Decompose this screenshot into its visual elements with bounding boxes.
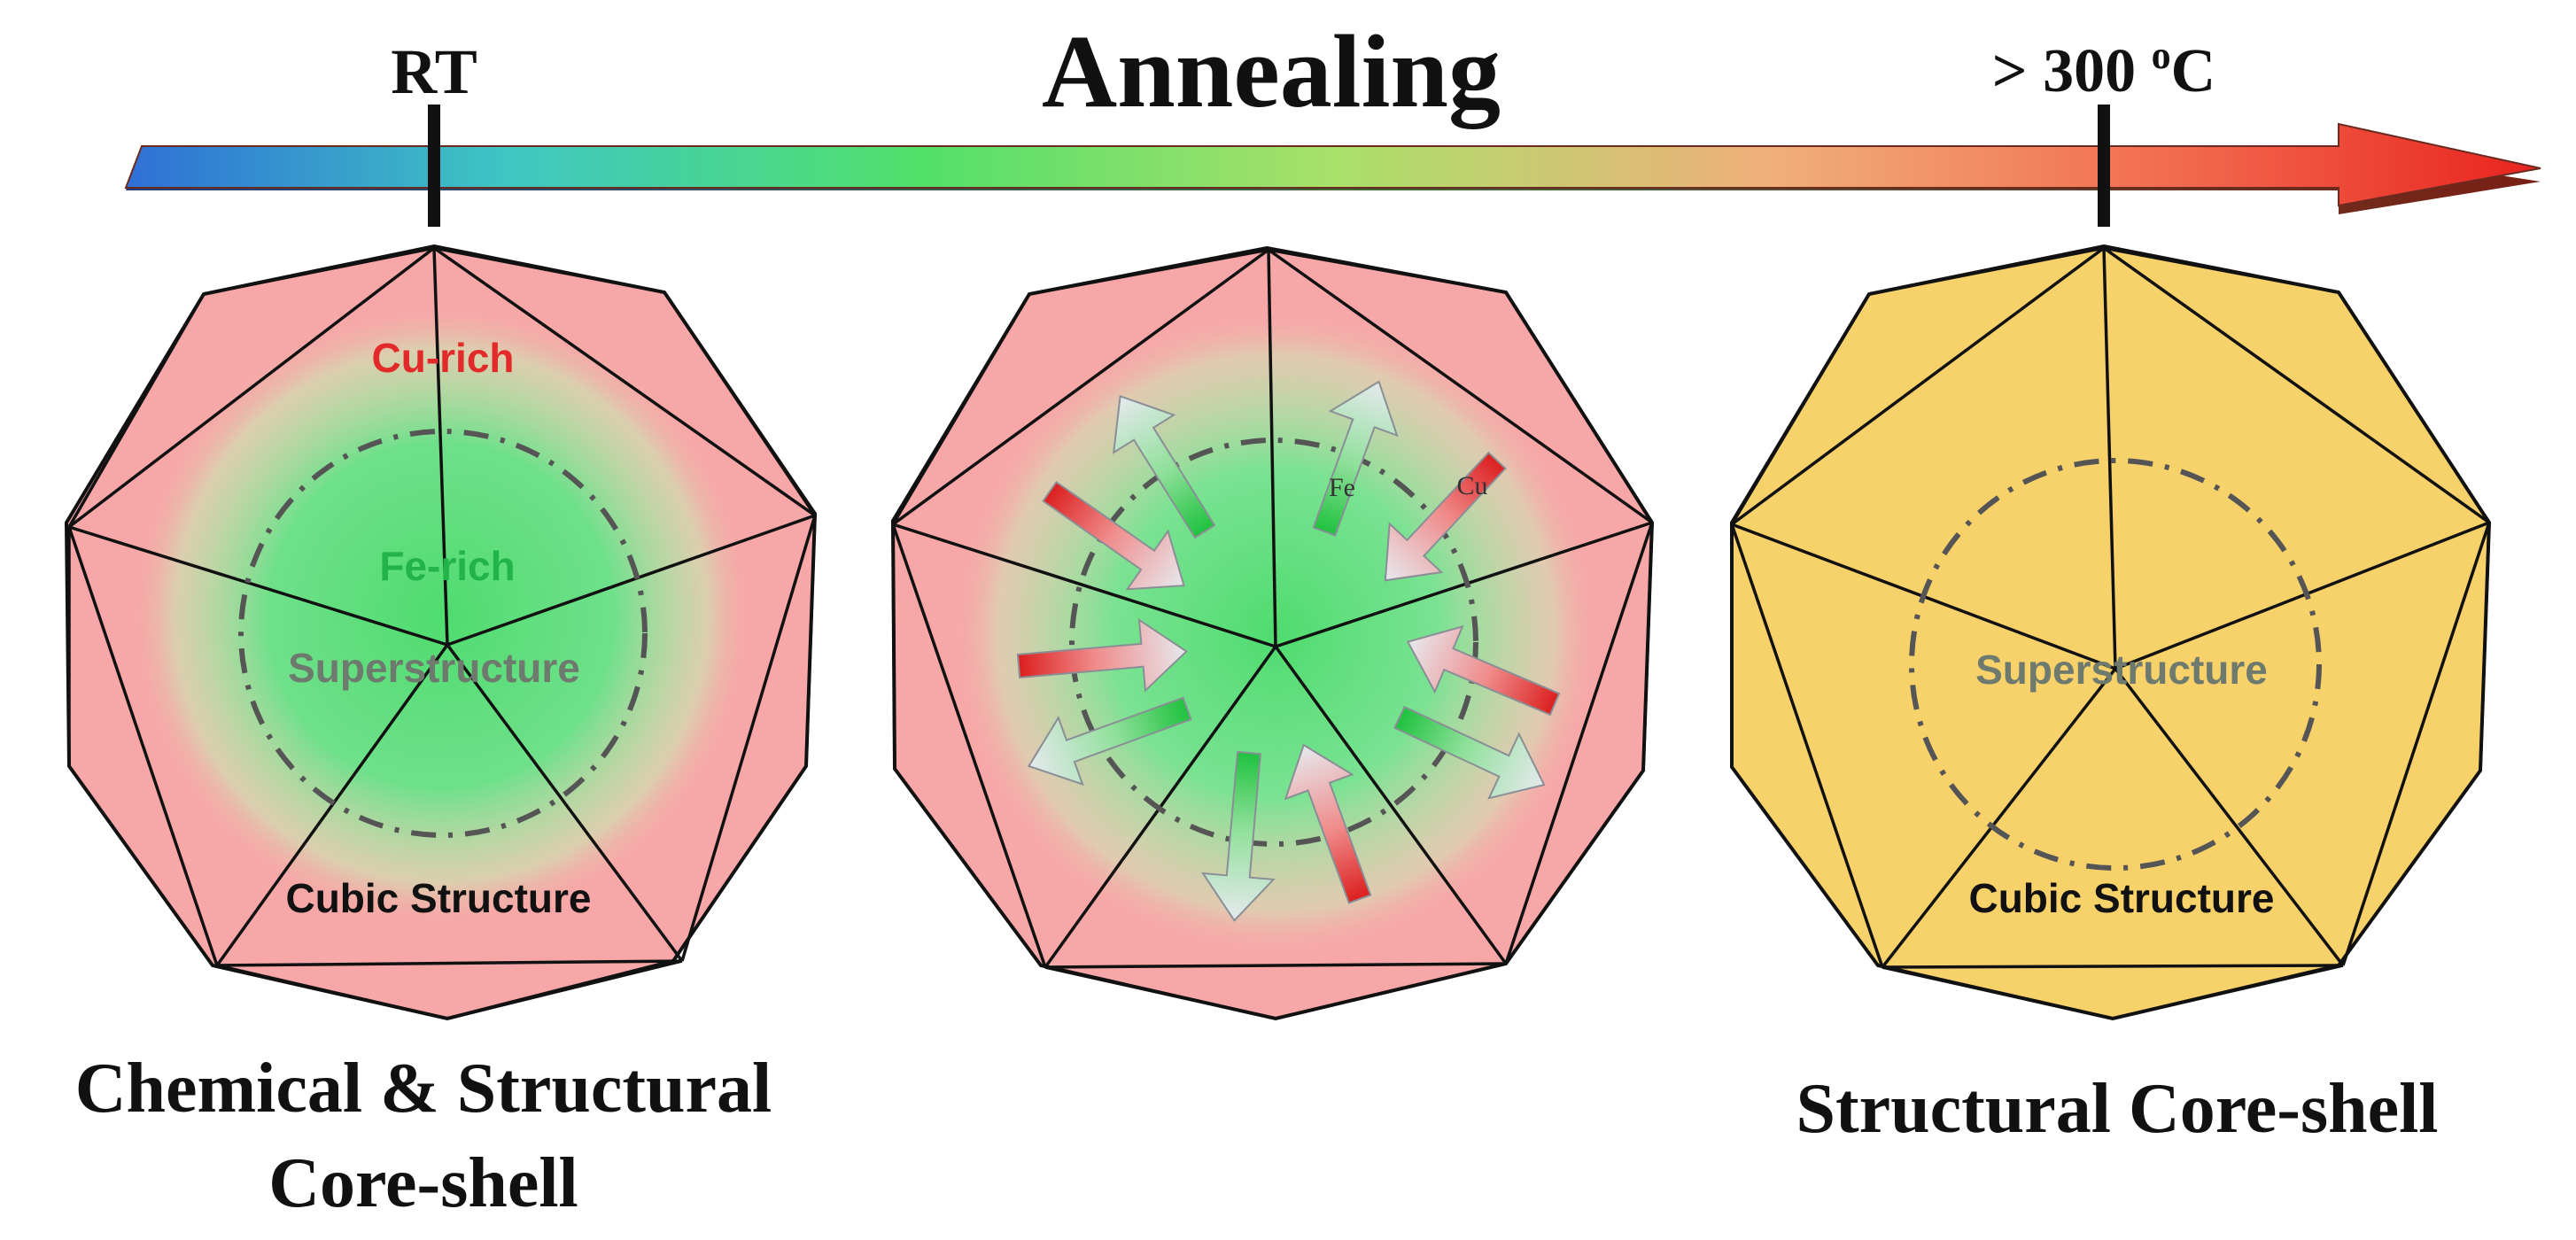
- facet-edge: [680, 515, 817, 962]
- facet-edge: [1267, 248, 1654, 524]
- panel-intermediate: Fe Cu: [890, 245, 1655, 1021]
- facet-edge: [1882, 964, 2344, 969]
- cu-inward-arrow: [1042, 480, 1185, 591]
- facet-edge: [891, 293, 1031, 525]
- facet-edge: [1268, 248, 1507, 294]
- facet-edge: [2114, 667, 2345, 967]
- panel-intermediate-facets: [891, 248, 1654, 1020]
- facet-edge: [1504, 522, 1654, 965]
- cu-diffusion-label: Cu: [1456, 471, 1487, 500]
- timeline-arrow: [124, 122, 2541, 207]
- caption-core-shell: Core-shell: [268, 1144, 578, 1222]
- panel-intermediate-ring: [1069, 438, 1478, 847]
- rt-tick: [428, 105, 440, 227]
- caption-chemical-structural: Chemical & Structural: [75, 1050, 772, 1128]
- facet-edge: [1882, 965, 2114, 1020]
- facet-edge: [2103, 246, 2339, 294]
- high-temp-tick: [2098, 105, 2110, 227]
- caption-structural-core-shell: Structural Core-shell: [1796, 1070, 2438, 1148]
- temperature-timeline: RT Annealing > 300 oC: [124, 13, 2541, 227]
- facet-edge: [891, 523, 1047, 968]
- diffusion-arrows: [1016, 380, 1561, 922]
- facet-edge: [433, 246, 665, 294]
- facet-edge: [1881, 667, 2117, 969]
- rt-label: RT: [391, 36, 477, 107]
- facet-edge: [1504, 291, 1654, 523]
- facet-edge: [2479, 522, 2491, 771]
- cu-inward-arrow: [1016, 617, 1188, 693]
- annealing-title: Annealing: [1042, 13, 1501, 129]
- cu-inward-arrow: [1384, 451, 1507, 582]
- facet-edge: [891, 248, 1270, 526]
- facet-edge: [1730, 246, 2106, 526]
- fe-outward-arrow: [1200, 750, 1276, 922]
- facet-edge: [446, 959, 683, 1020]
- facet-edge: [68, 525, 448, 647]
- facet-edge: [446, 643, 684, 963]
- facet-edge: [1730, 523, 1884, 968]
- facet-edge: [67, 293, 206, 528]
- celsius-unit: C: [2171, 37, 2216, 105]
- panel-rt-superstructure-ring: [238, 429, 648, 838]
- facet-edge: [892, 523, 1276, 648]
- facet-edge: [804, 515, 817, 767]
- facet-edge: [1868, 246, 2105, 296]
- facet-edge: [1028, 248, 1269, 296]
- facet-edge: [663, 291, 817, 516]
- facet-edge: [891, 523, 896, 770]
- fe-outward-arrow: [1027, 696, 1192, 787]
- cubic-structure-label: Cubic Structure: [285, 875, 591, 921]
- facet-edge: [67, 246, 436, 529]
- fe-diffusion-label: Fe: [1329, 473, 1355, 502]
- facet-edge: [432, 246, 817, 517]
- facet-edge: [216, 959, 683, 967]
- facet-edge: [216, 964, 448, 1020]
- facet-edge: [2337, 291, 2491, 523]
- facet-edge: [1275, 962, 1507, 1020]
- facet-edge: [1275, 521, 1653, 648]
- degree-sup: o: [2152, 34, 2171, 77]
- cubic-structure-label-annealed: Cubic Structure: [1968, 875, 2274, 921]
- fe-outward-arrow: [1112, 394, 1216, 539]
- cu-rich-label: Cu-rich: [372, 335, 515, 381]
- facet-edge: [1044, 965, 1276, 1020]
- facet-edge: [1730, 293, 1871, 525]
- facet-edge: [1044, 962, 1507, 969]
- facet-edge: [432, 247, 449, 646]
- panel-rt-core-glow: [127, 301, 756, 930]
- facet-edge: [1641, 522, 1654, 771]
- facet-edge: [1267, 249, 1277, 647]
- fe-outward-arrow: [1312, 380, 1399, 537]
- facet-edge: [203, 246, 435, 296]
- panel-annealed-ring: [1909, 458, 2322, 871]
- facet-edge: [446, 514, 816, 647]
- facet-edge: [2102, 246, 2491, 524]
- cu-inward-arrow: [1406, 624, 1561, 717]
- facet-edge: [2112, 964, 2344, 1020]
- panel-annealed-facets: [1730, 246, 2491, 1020]
- superstructure-label: Superstructure: [288, 645, 580, 691]
- high-temp-value: > 300: [1992, 37, 2152, 105]
- facet-edge: [1274, 645, 1508, 965]
- facet-edge: [2102, 247, 2117, 670]
- fe-rich-label: Fe-rich: [379, 543, 515, 589]
- panel-annealed: Superstructure Cubic Structure Structura…: [1730, 244, 2492, 1148]
- superstructure-label-annealed: Superstructure: [1975, 647, 2268, 693]
- panel-rt: Cu-rich Fe-rich Superstructure Cubic Str…: [64, 244, 818, 1222]
- high-temp-label: > 300 oC: [1992, 34, 2215, 105]
- facet-edge: [67, 526, 219, 966]
- cu-inward-arrow: [1284, 743, 1372, 904]
- panel-rt-facets: [67, 246, 817, 1020]
- facet-edge: [2114, 521, 2490, 670]
- facet-edge: [2341, 522, 2491, 966]
- fe-outward-arrow: [1393, 705, 1546, 800]
